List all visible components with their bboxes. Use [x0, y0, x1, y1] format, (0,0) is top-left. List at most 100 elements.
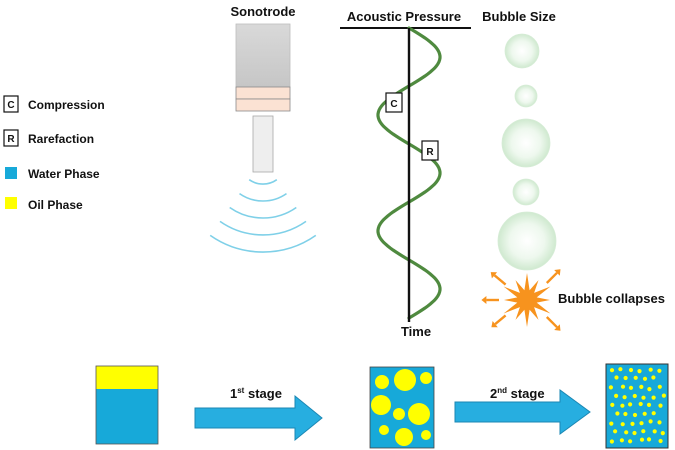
sonotrode-tip: [252, 115, 274, 173]
burst-arrow-shaft: [545, 271, 558, 284]
oil-droplet: [394, 369, 416, 391]
fine-oil-droplet: [615, 411, 620, 416]
burst-arrows: [481, 269, 561, 331]
stage-1-label: 1st stage: [230, 386, 282, 401]
fine-oil-droplet: [613, 429, 618, 434]
ultrasound-ring: [229, 206, 297, 219]
oil-droplet: [371, 395, 391, 415]
fine-oil-droplet: [639, 384, 644, 389]
fine-oil-droplet: [658, 438, 663, 444]
fine-oil-droplet: [660, 431, 665, 436]
fine-oil-droplet: [651, 411, 656, 416]
fine-oil-droplet: [609, 368, 615, 373]
ultrasound-waves: [209, 179, 317, 253]
bubble-sequence: [497, 33, 557, 271]
water-layer: [96, 389, 158, 444]
coarse-emulsion: [369, 366, 435, 449]
legend-rarefaction-symbol: R: [7, 134, 15, 145]
bubble: [501, 118, 551, 168]
burst-arrow-shaft: [494, 314, 507, 326]
legend-item-rarefaction: R Rarefaction: [3, 129, 94, 147]
water-phase-swatch: [5, 167, 17, 179]
fine-oil-droplet: [646, 437, 652, 442]
fine-oil-droplet: [652, 429, 657, 434]
fine-emulsion: [605, 363, 669, 449]
legend-item-water-phase: Water Phase: [5, 167, 100, 181]
fine-oil-droplet: [641, 429, 646, 434]
bubble: [512, 178, 540, 206]
fine-oil-droplet: [658, 403, 663, 408]
fine-oil-droplet: [620, 403, 625, 408]
oil-layer: [96, 366, 158, 389]
burst-arrow-head: [554, 324, 561, 331]
ultrasound-ring: [209, 234, 317, 253]
burst-arrow-head: [490, 272, 498, 279]
fine-oil-droplet: [609, 439, 615, 444]
fine-oil-droplet: [623, 375, 628, 381]
burst-arrow-head: [554, 269, 561, 276]
bubble: [504, 33, 540, 69]
sonotrode: [235, 23, 291, 173]
fine-oil-droplet: [630, 421, 635, 426]
fine-oil-droplet: [609, 421, 614, 426]
legend: C Compression R Rarefaction Water Phase …: [3, 95, 105, 212]
wave-marker-rarefaction: R: [421, 140, 439, 161]
fine-oil-droplet: [639, 421, 644, 426]
fine-oil-droplet: [648, 419, 653, 424]
legend-compression-symbol: C: [7, 100, 14, 111]
fine-oil-droplet: [651, 395, 656, 400]
burst-arrow-head: [491, 321, 498, 328]
oil-droplet: [420, 372, 432, 384]
fine-oil-droplet: [632, 412, 638, 418]
legend-item-oil-phase: Oil Phase: [5, 197, 83, 212]
ultrasound-ring: [219, 220, 307, 236]
acoustic-pressure-wave: [376, 26, 442, 320]
legend-item-compression: C Compression: [3, 95, 105, 113]
fine-oil-droplet: [608, 385, 614, 390]
time-label: Time: [401, 324, 431, 339]
coarse-oil-droplets: [371, 369, 432, 446]
fine-oil-droplet: [610, 402, 615, 407]
stage-2-label: 2nd stage: [490, 386, 545, 401]
bubble-collapses-label: Bubble collapses: [558, 291, 665, 306]
fine-oil-droplet: [639, 437, 645, 442]
wave-marker-compression: C: [385, 92, 403, 113]
legend-oil-label: Oil Phase: [28, 198, 83, 212]
fine-oil-droplet: [620, 422, 625, 427]
fine-oil-droplet: [646, 402, 652, 407]
stage-1-arrow: [194, 394, 323, 442]
oil-droplet: [375, 375, 389, 389]
fine-oil-droplet: [657, 420, 662, 425]
beaker-separated: [95, 365, 159, 445]
fine-oil-droplet: [657, 384, 662, 389]
fine-oil-droplet: [614, 375, 619, 380]
oil-droplet: [395, 428, 413, 446]
fine-oil-droplet: [628, 402, 633, 407]
fine-oil-droplet: [624, 430, 629, 435]
fine-oil-droplet: [628, 385, 634, 390]
legend-water-label: Water Phase: [28, 167, 100, 181]
fine-oil-droplet: [633, 375, 638, 380]
fine-oil-droplet: [623, 411, 628, 417]
fine-oil-droplet: [642, 411, 647, 416]
acoustic-pressure-title: Acoustic Pressure: [347, 9, 461, 24]
fine-oil-droplet: [619, 438, 625, 443]
burst-arrow-shaft: [493, 274, 507, 286]
bubble: [497, 211, 557, 271]
oil-phase-swatch: [5, 197, 17, 209]
fine-oil-droplet: [622, 395, 627, 400]
bubble: [514, 84, 538, 108]
fine-oil-droplet: [614, 393, 619, 398]
fine-oil-droplet: [628, 367, 634, 373]
sonotrode-title: Sonotrode: [231, 4, 296, 19]
oil-droplet: [421, 430, 431, 440]
fine-oil-droplet: [642, 376, 648, 381]
fine-oil-droplet: [647, 387, 652, 392]
oil-droplet: [408, 403, 430, 425]
fine-oil-droplet: [628, 439, 633, 444]
bubble-size-title: Bubble Size: [482, 9, 556, 24]
legend-compression-label: Compression: [28, 98, 105, 112]
fine-oil-droplet: [637, 369, 642, 374]
